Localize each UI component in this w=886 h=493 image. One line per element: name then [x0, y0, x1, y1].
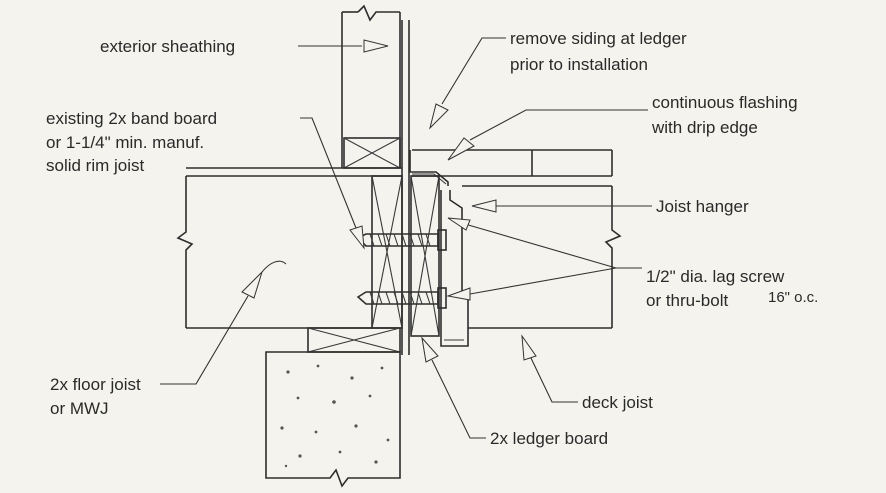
- lag-screw-upper: [356, 229, 447, 251]
- leader-joist-hanger: [471, 199, 652, 213]
- label-floor-joist-line2: or MWJ: [50, 399, 109, 418]
- leader-band-board: [300, 117, 365, 250]
- wall-stud-upper: [341, 4, 401, 168]
- leader-deck-joist: [521, 334, 578, 403]
- label-lag-screw-line2: or thru-bolt: [646, 291, 728, 310]
- label-remove-siding-line2: prior to installation: [510, 55, 648, 74]
- label-continuous-flashing-line2: with drip edge: [651, 118, 758, 137]
- concrete-foundation: [265, 351, 401, 488]
- leader-floor-joist: [160, 260, 287, 385]
- band-board: [371, 175, 403, 329]
- label-band-board-line3: solid rim joist: [46, 156, 145, 175]
- label-ledger-board: 2x ledger board: [490, 429, 608, 448]
- label-lag-screw-line1: 1/2" dia. lag screw: [646, 267, 785, 286]
- leader-exterior-sheathing: [298, 39, 389, 53]
- leader-lag-screws: [446, 217, 642, 301]
- leader-ledger-board: [421, 336, 486, 439]
- label-floor-joist-line1: 2x floor joist: [50, 375, 141, 394]
- label-joist-hanger: Joist hanger: [656, 197, 749, 216]
- leader-continuous-flashing: [447, 109, 648, 161]
- label-band-board-line1: existing 2x band board: [46, 109, 217, 128]
- leader-remove-siding: [429, 37, 506, 130]
- lag-screw-lower: [356, 287, 447, 309]
- label-deck-joist: deck joist: [582, 393, 653, 412]
- deck-joist: [462, 185, 622, 329]
- exterior-siding: [412, 149, 613, 177]
- sill-plate-block: [307, 327, 401, 353]
- label-remove-siding-line1: remove siding at ledger: [510, 29, 687, 48]
- label-lag-screw-spacing: 16" o.c.: [768, 289, 818, 306]
- continuous-flashing: [409, 150, 449, 186]
- label-continuous-flashing-line1: continuous flashing: [652, 93, 798, 112]
- label-band-board-line2: or 1-1/4" min. manuf.: [46, 133, 204, 152]
- joist-hanger: [440, 190, 469, 347]
- label-exterior-sheathing: exterior sheathing: [100, 37, 235, 56]
- wall-plate-block-upper: [343, 137, 401, 169]
- ledger-board: [410, 175, 440, 337]
